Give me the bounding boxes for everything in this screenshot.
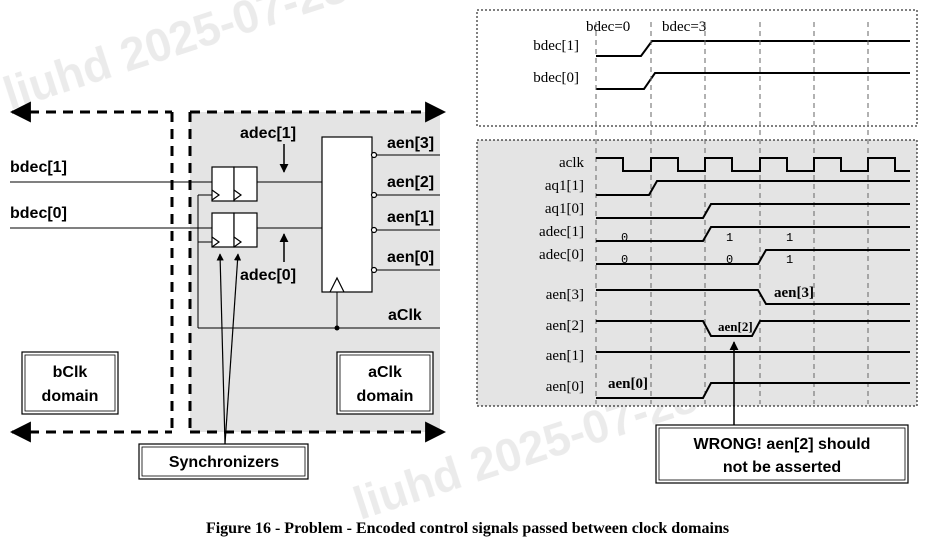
ff-bdec1-stage1 (211, 166, 235, 202)
adec1-value-1: 1 (726, 231, 733, 245)
synchronizers-callout (138, 253, 309, 480)
ff-bdec1-stage2 (233, 166, 258, 202)
ff-bdec0-stage2 (233, 212, 258, 248)
signal-label-aq1-1: aq1[1] (545, 178, 584, 194)
annotation-bdec3: bdec=3 (662, 19, 706, 35)
output-bubble-aen0 (370, 266, 378, 274)
aclk-domain-box: aClk domain (336, 351, 434, 415)
wave-top-bdec1 (596, 40, 910, 57)
output-label-aen3: aen[3] (387, 135, 434, 152)
signal-label-aen0: aen[0] (546, 379, 584, 395)
decoder-box (321, 136, 373, 293)
bottom-waveforms (596, 157, 910, 399)
ff-bdec0-stage1 (211, 212, 235, 248)
top-waveform-panel (476, 9, 918, 127)
adec0-value-2: 1 (786, 253, 793, 267)
ff-clock-triangle (211, 189, 221, 201)
wrong-callout-box: WRONG! aen[2] should not be asserted (655, 424, 909, 484)
decoder-block (321, 136, 378, 293)
signal-label-aen2: aen[2] (546, 318, 584, 334)
signal-label-adec1: adec[1] (539, 224, 584, 240)
wave-adec0 (596, 249, 910, 265)
wave-aq1-0 (596, 203, 910, 219)
figure-caption: Figure 16 - Problem - Encoded control si… (205, 520, 730, 537)
output-bubble-aen2 (370, 191, 378, 199)
wave-aclk (596, 157, 910, 172)
adec0-label: adec[0] (240, 267, 296, 284)
output-label-aen0: aen[0] (387, 249, 434, 266)
wave-aen2 (596, 320, 910, 337)
signal-label-top-bdec1: bdec[1] (533, 38, 579, 54)
top-waveforms (596, 40, 910, 90)
adec0-value-0: 0 (621, 253, 628, 267)
adec1-label: adec[1] (240, 125, 296, 142)
sync-pointer-2 (224, 253, 242, 445)
signal-label-aen3: aen[3] (546, 287, 584, 303)
aclk-domain-line2: domain (357, 388, 414, 405)
output-bubble-aen3 (370, 151, 378, 159)
synchronizers-box (138, 443, 309, 480)
annotation-bdec0: bdec=0 (586, 19, 630, 35)
signal-label-aq1-0: aq1[0] (545, 201, 584, 217)
adec0-value-1: 0 (726, 253, 733, 267)
input-label-bdec1: bdec[1] (10, 159, 67, 176)
output-label-aen1: aen[1] (387, 209, 434, 226)
bclk-domain-line1: bClk (53, 364, 88, 381)
synchronizer-flops (211, 166, 258, 248)
sync-pointer-1 (216, 253, 226, 445)
pulse-label-aen0: aen[0] (608, 376, 648, 392)
synchronizers-label: Synchronizers (169, 454, 279, 471)
signal-label-top-bdec0: bdec[0] (533, 70, 579, 86)
signal-label-aclk: aclk (559, 155, 584, 171)
ff-clock-triangle (211, 236, 221, 248)
ff-clock-triangle (233, 236, 243, 248)
signal-label-adec0: adec[0] (539, 247, 584, 263)
pulse-label-aen3: aen[3] (774, 285, 814, 301)
decoder-clock-triangle (329, 276, 345, 293)
output-bubble-aen1 (370, 226, 378, 234)
aclk-junction-dot (334, 325, 340, 331)
wrong-callout-line1: WRONG! aen[2] should (694, 436, 871, 453)
circuit-wires (10, 154, 440, 329)
ff-clock-triangle (233, 189, 243, 201)
wave-aen0 (596, 382, 910, 399)
pulse-label-aen2: aen[2] (718, 319, 753, 334)
bclk-domain-line2: domain (42, 388, 99, 405)
wrong-callout-line2: not be asserted (723, 459, 841, 476)
wave-top-bdec0 (596, 72, 910, 90)
wave-aq1-1 (596, 180, 910, 196)
bottom-waveform-panel (476, 139, 918, 407)
wave-aen3 (596, 289, 910, 305)
signal-label-aen1: aen[1] (546, 348, 584, 364)
adec1-value-0: 0 (621, 231, 628, 245)
aclk-domain-line1: aClk (368, 364, 402, 381)
watermark-text-1: liuhd 2025-07-28 SI (0, 0, 407, 120)
output-label-aen2: aen[2] (387, 174, 434, 191)
wave-adec1 (596, 226, 910, 242)
bclk-domain-box: bClk domain (21, 351, 119, 415)
input-label-bdec0: bdec[0] (10, 205, 67, 222)
domain-boundaries (9, 101, 447, 443)
adec1-value-2: 1 (786, 231, 793, 245)
aclk-label: aClk (388, 307, 422, 324)
